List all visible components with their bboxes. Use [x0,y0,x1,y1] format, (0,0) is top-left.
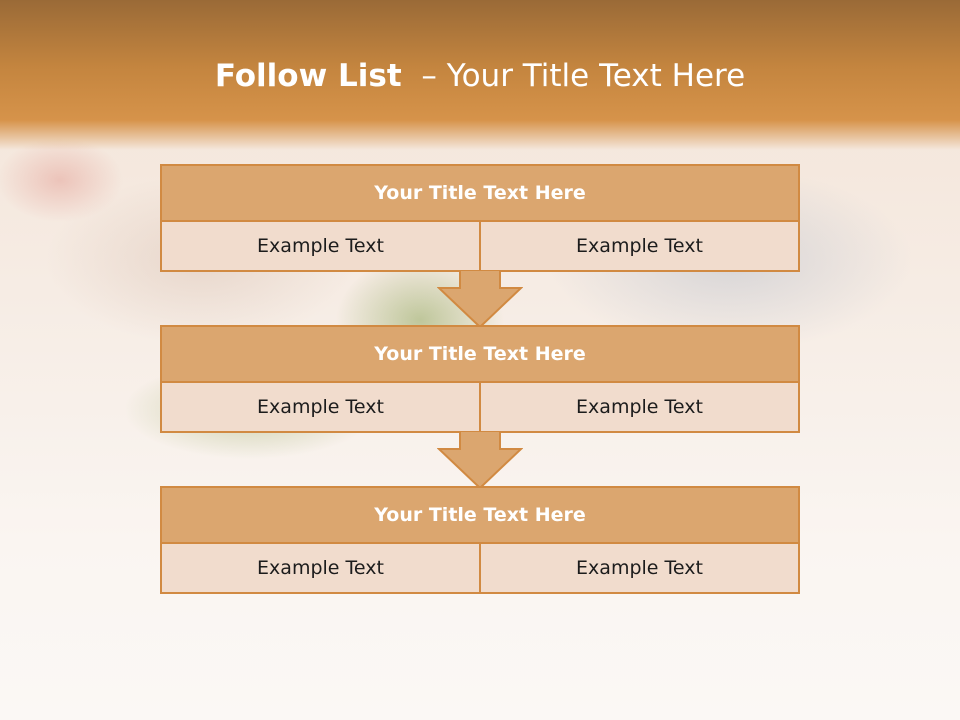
step-title: Your Title Text Here [162,327,798,383]
step-row: Example Text Example Text [162,544,798,592]
slide-title: Follow List – Your Title Text Here [0,50,960,102]
step-row: Example Text Example Text [162,383,798,431]
step-cell-right: Example Text [479,383,798,431]
step-box-1: Your Title Text Here Example Text Exampl… [160,164,800,272]
step-row: Example Text Example Text [162,222,798,270]
slide-title-bold: Follow List [214,58,402,94]
step-cell-right: Example Text [479,544,798,592]
step-box-3: Your Title Text Here Example Text Exampl… [160,486,800,594]
step-cell-left: Example Text [162,222,479,270]
header-band [0,0,960,150]
step-box-2: Your Title Text Here Example Text Exampl… [160,325,800,433]
step-cell-right: Example Text [479,222,798,270]
step-cell-left: Example Text [162,544,479,592]
step-title: Your Title Text Here [162,488,798,544]
step-title: Your Title Text Here [162,166,798,222]
step-cell-left: Example Text [162,383,479,431]
slide-title-rest: – Your Title Text Here [421,58,746,94]
down-arrow-icon [437,431,523,489]
down-arrow-icon [437,270,523,328]
